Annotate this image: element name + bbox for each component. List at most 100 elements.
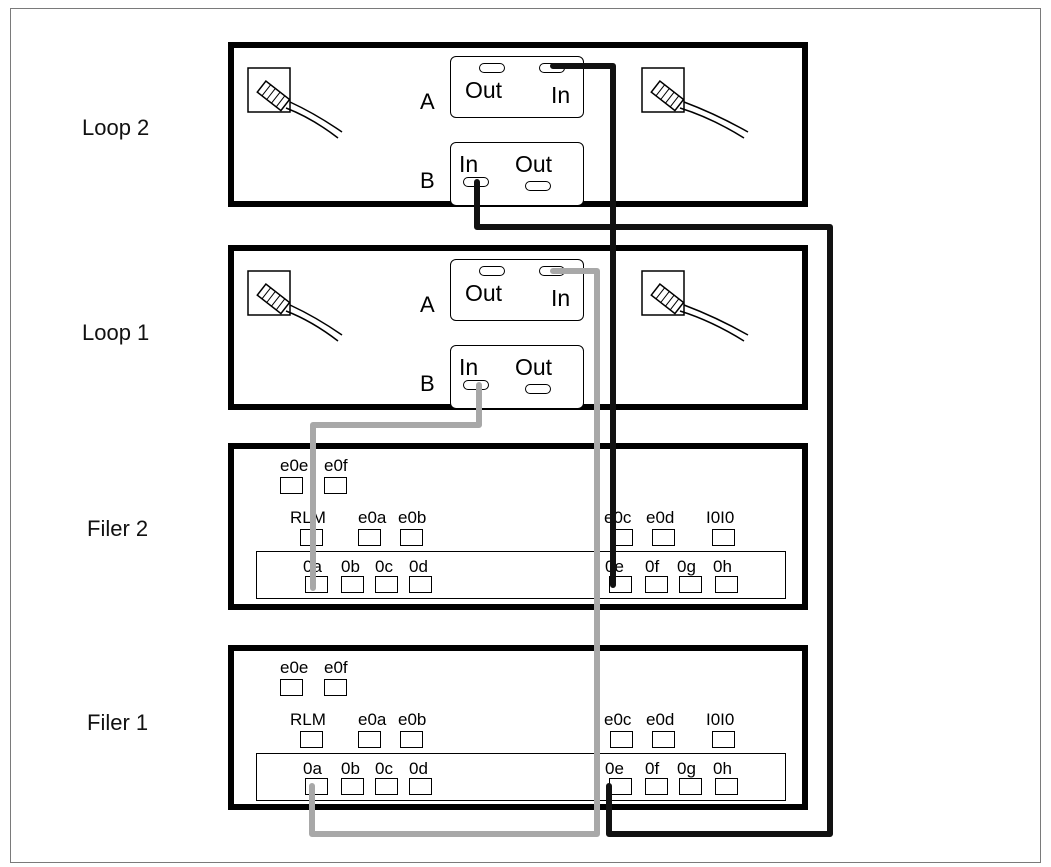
- port-e0f[interactable]: [324, 477, 347, 494]
- slot-0a-label: 0a: [303, 557, 322, 576]
- port-e0a[interactable]: [358, 731, 381, 748]
- out-a-label: Out: [465, 280, 503, 306]
- slot-0e-label: 0e: [605, 759, 624, 778]
- psu-right-icon: [641, 270, 749, 342]
- e0e-label: e0e: [280, 658, 309, 677]
- rlm-label: RLM: [290, 710, 326, 729]
- port-0c[interactable]: [375, 778, 398, 795]
- slot-0a-label: 0a: [303, 759, 322, 778]
- port-ioio[interactable]: [712, 529, 735, 546]
- psu-left-icon: [247, 67, 343, 139]
- e0b-label: e0b: [398, 508, 427, 527]
- e0f-label: e0f: [324, 456, 348, 475]
- loop1-label: Loop 1: [82, 320, 150, 345]
- port-e0e[interactable]: [280, 477, 303, 494]
- in-a-label: In: [551, 285, 571, 311]
- module-a: Out In: [450, 259, 584, 321]
- filer2-controller: e0e e0f RLM e0a e0b e0c e0d I0I0 0a 0b 0…: [228, 443, 808, 610]
- port-0a[interactable]: [305, 778, 328, 795]
- expansion-strip: 0a 0b 0c 0d 0e 0f 0g 0h: [256, 551, 786, 599]
- loop2-label: Loop 2: [82, 115, 150, 140]
- port-0e[interactable]: [609, 576, 632, 593]
- port-0f[interactable]: [645, 576, 668, 593]
- port-e0d[interactable]: [652, 529, 675, 546]
- e0d-label: e0d: [646, 508, 675, 527]
- module-b-label: B: [420, 371, 435, 396]
- loop1-shelf: A B Out In In Out: [228, 245, 808, 410]
- port-0c[interactable]: [375, 576, 398, 593]
- port-0d[interactable]: [409, 576, 432, 593]
- out-a-label: Out: [465, 77, 503, 103]
- port-0g[interactable]: [679, 576, 702, 593]
- port-e0b[interactable]: [400, 529, 423, 546]
- in-b-label: In: [459, 354, 479, 380]
- loop2-shelf: A B Out In In Out: [228, 42, 808, 207]
- port-0b[interactable]: [341, 778, 364, 795]
- port-0h[interactable]: [715, 576, 738, 593]
- port-rlm[interactable]: [300, 731, 323, 748]
- filer1-label: Filer 1: [87, 710, 149, 735]
- ioio-label: I0I0: [706, 508, 735, 527]
- port-0f[interactable]: [645, 778, 668, 795]
- port-out-b[interactable]: [525, 384, 551, 394]
- port-e0d[interactable]: [652, 731, 675, 748]
- slot-0c-label: 0c: [375, 557, 393, 576]
- slot-0b-label: 0b: [341, 557, 360, 576]
- port-0b[interactable]: [341, 576, 364, 593]
- rlm-label: RLM: [290, 508, 326, 527]
- filer2-label: Filer 2: [87, 516, 149, 541]
- port-in-a[interactable]: [539, 266, 565, 276]
- slot-0f-label: 0f: [645, 759, 660, 778]
- port-e0b[interactable]: [400, 731, 423, 748]
- expansion-strip: 0a 0b 0c 0d 0e 0f 0g 0h: [256, 753, 786, 801]
- port-in-b[interactable]: [463, 177, 489, 187]
- port-0g[interactable]: [679, 778, 702, 795]
- module-a-label: A: [420, 89, 435, 114]
- port-ioio[interactable]: [712, 731, 735, 748]
- e0a-label: e0a: [358, 508, 387, 527]
- e0c-label: e0c: [604, 710, 632, 729]
- e0c-label: e0c: [604, 508, 632, 527]
- slot-0g-label: 0g: [677, 557, 696, 576]
- in-b-label: In: [459, 151, 479, 177]
- out-b-label: Out: [515, 354, 553, 380]
- module-a-label: A: [420, 292, 435, 317]
- slot-0d-label: 0d: [409, 759, 428, 778]
- port-rlm[interactable]: [300, 529, 323, 546]
- port-out-b[interactable]: [525, 181, 551, 191]
- port-0d[interactable]: [409, 778, 432, 795]
- port-e0a[interactable]: [358, 529, 381, 546]
- slot-0d-label: 0d: [409, 557, 428, 576]
- slot-0c-label: 0c: [375, 759, 393, 778]
- slot-0b-label: 0b: [341, 759, 360, 778]
- port-out-a[interactable]: [479, 266, 505, 276]
- e0a-label: e0a: [358, 710, 387, 729]
- port-in-a[interactable]: [539, 63, 565, 73]
- e0e-label: e0e: [280, 456, 309, 475]
- port-e0e[interactable]: [280, 679, 303, 696]
- port-e0f[interactable]: [324, 679, 347, 696]
- psu-right-icon: [641, 67, 749, 139]
- port-in-b[interactable]: [463, 380, 489, 390]
- psu-left-icon: [247, 270, 343, 342]
- port-e0c[interactable]: [610, 731, 633, 748]
- module-a: Out In: [450, 56, 584, 118]
- slot-0e-label: 0e: [605, 557, 624, 576]
- out-b-label: Out: [515, 151, 553, 177]
- e0d-label: e0d: [646, 710, 675, 729]
- ioio-label: I0I0: [706, 710, 735, 729]
- e0f-label: e0f: [324, 658, 348, 677]
- port-e0c[interactable]: [610, 529, 633, 546]
- slot-0h-label: 0h: [713, 759, 732, 778]
- module-b: In Out: [450, 345, 584, 409]
- port-0h[interactable]: [715, 778, 738, 795]
- port-0a[interactable]: [305, 576, 328, 593]
- slot-0h-label: 0h: [713, 557, 732, 576]
- module-b-label: B: [420, 168, 435, 193]
- e0b-label: e0b: [398, 710, 427, 729]
- filer1-controller: e0e e0f RLM e0a e0b e0c e0d I0I0 0a 0b 0…: [228, 645, 808, 810]
- port-out-a[interactable]: [479, 63, 505, 73]
- port-0e[interactable]: [609, 778, 632, 795]
- module-b: In Out: [450, 142, 584, 206]
- slot-0f-label: 0f: [645, 557, 660, 576]
